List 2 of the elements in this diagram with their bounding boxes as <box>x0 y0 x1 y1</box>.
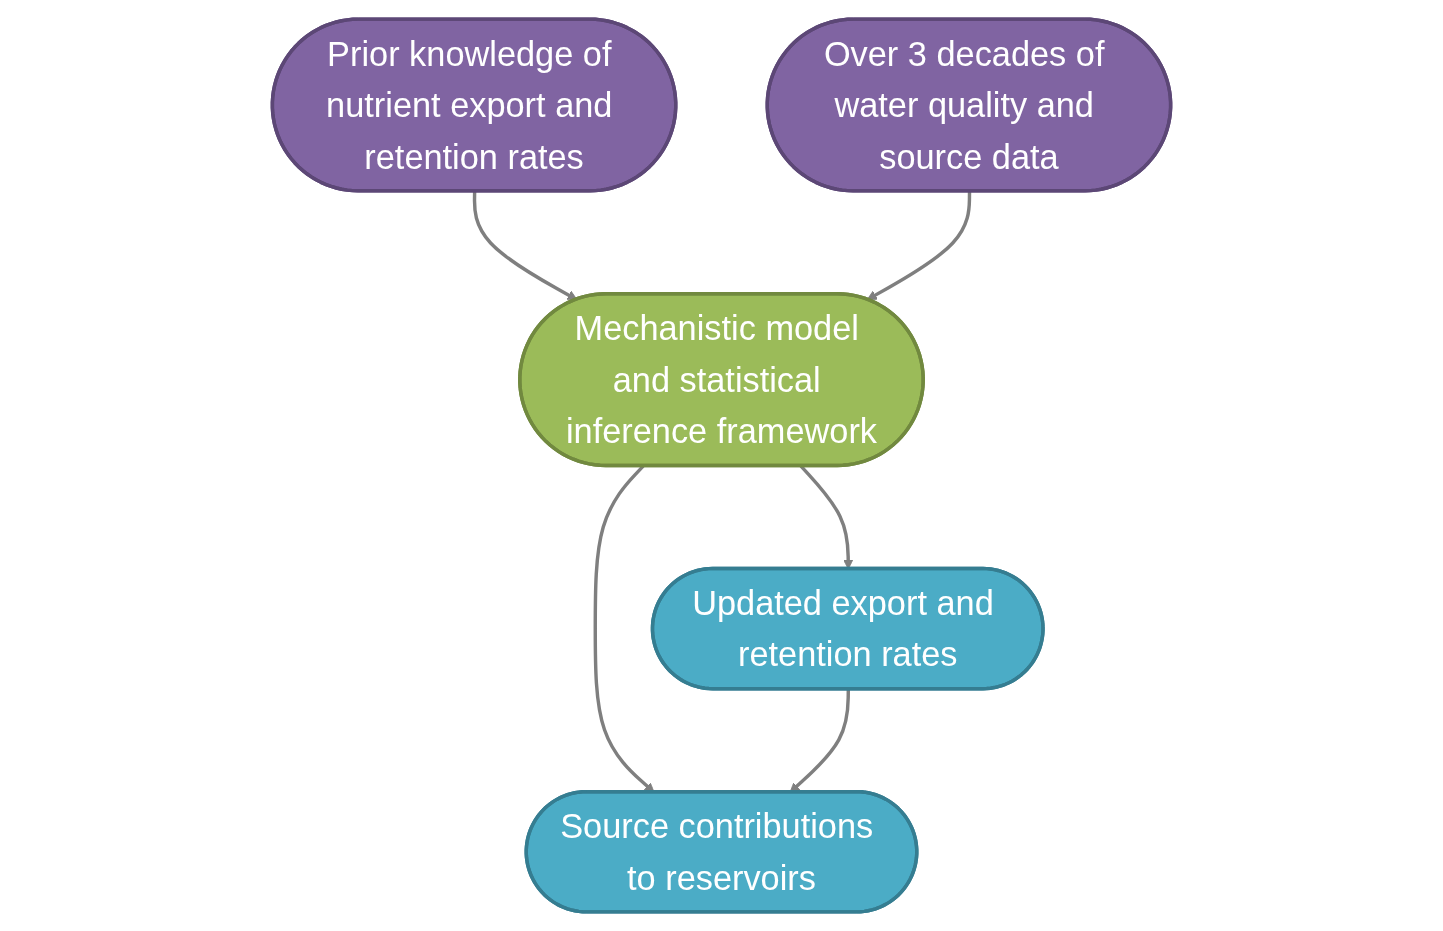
arrow <box>472 191 578 301</box>
arrow <box>866 191 972 301</box>
